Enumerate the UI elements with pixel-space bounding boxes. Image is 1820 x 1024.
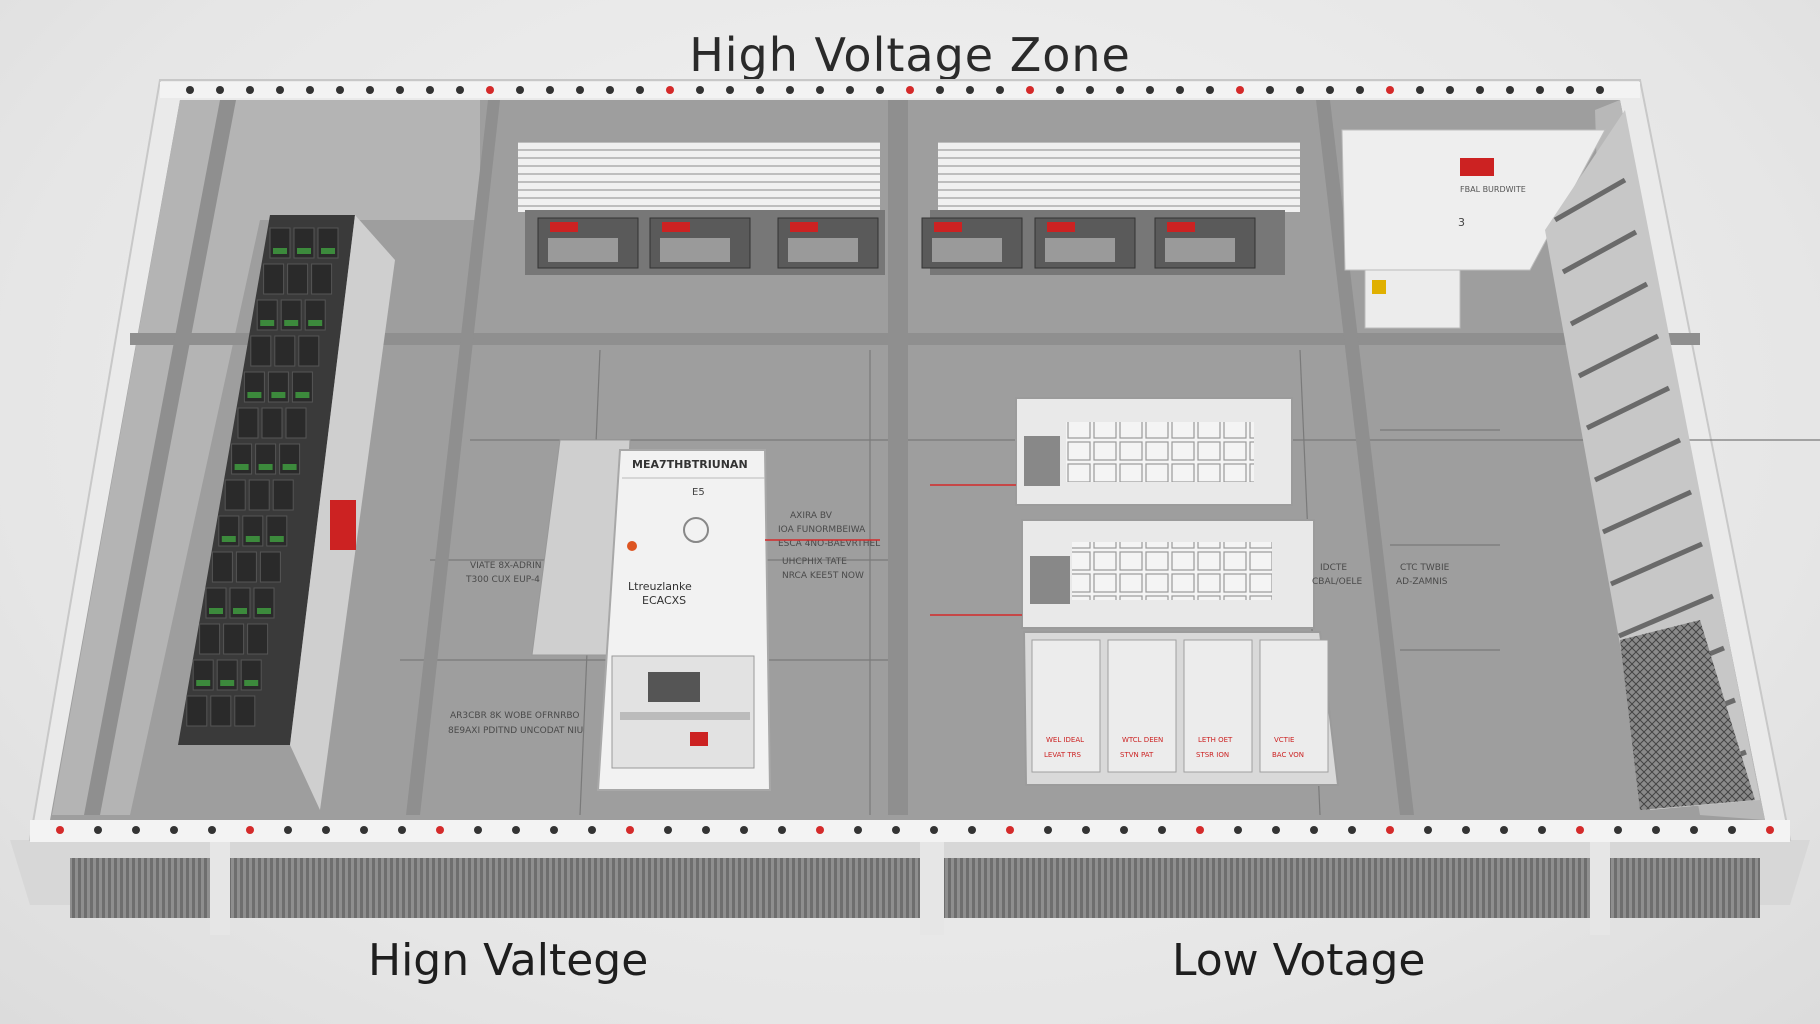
cabinet-name-1: Ltreuzlanke <box>628 580 692 593</box>
ladder-wall <box>1545 110 1760 810</box>
note-side-5: NRCA KEE5T NOW <box>782 571 864 581</box>
note-right-1: CTC TWBIE <box>1400 563 1450 573</box>
label-low-voltage: Low Votage <box>1172 935 1426 986</box>
module-label-top: WTCL DEEN <box>1122 736 1163 744</box>
note-side-4: UHCPHIX TATE <box>782 557 847 567</box>
label-high-voltage: Hign Valtege <box>368 935 649 986</box>
zone-title: High Voltage Zone <box>689 28 1131 82</box>
structural-beams <box>84 100 1700 815</box>
note-side-2: IOA FUNORMBEIWA <box>778 525 866 535</box>
cabinet-header: MEA7THBTRIUNAN <box>632 458 748 471</box>
container-base <box>10 840 1810 935</box>
note-left-2: T300 CUX EUP-4 <box>465 575 540 585</box>
annotations: VIATE 8X-ADRIN T300 CUX EUP-4 AR3CBR 8K … <box>448 484 1450 736</box>
note-rack-2: CBAL/OELE <box>1312 577 1362 587</box>
panel-number: 3 <box>1458 216 1465 229</box>
module-label-bottom: STVN PAT <box>1120 751 1154 759</box>
battery-module: WTCL DEEN STVN PAT <box>1107 639 1177 773</box>
note-side-1: AXIRA BV <box>790 511 833 521</box>
cabinet-name-2: ECACXS <box>642 594 686 607</box>
note-rack-1: IDCTE <box>1320 563 1347 573</box>
panel-sign: FBAL BURDWITE <box>1460 185 1526 194</box>
note-left-1: VIATE 8X-ADRIN <box>470 561 542 571</box>
module-label-top: VCTIE <box>1274 736 1294 744</box>
note-right-2: AD-ZAMNIS <box>1396 577 1448 587</box>
note-lower-2: 8E9AXI PDITND UNCODAT NIU <box>448 726 583 736</box>
cabinet-code: E5 <box>692 487 705 498</box>
module-label-bottom: STSR ION <box>1196 751 1229 759</box>
module-label-top: LETH OET <box>1198 736 1233 744</box>
cabinet-emblem-icon <box>683 517 709 543</box>
module-label-bottom: BAC VON <box>1272 751 1304 759</box>
module-label-top: WEL IDEAL <box>1046 736 1084 744</box>
battery-module: WEL IDEAL LEVAT TRS <box>1031 639 1101 773</box>
note-side-3: ESCA 4NO-BAEVRTHEL <box>778 539 880 549</box>
rail-indicator-lights <box>56 86 1774 834</box>
hv-cabinets-top <box>518 142 1300 275</box>
control-panel-wall: FBAL BURDWITE 3 <box>1341 129 1606 329</box>
battery-module: LETH OET STSR ION <box>1183 639 1253 773</box>
battery-module: VCTIE BAC VON <box>1259 639 1329 773</box>
note-lower-1: AR3CBR 8K WOBE OFRNRBO <box>450 711 580 721</box>
module-label-bottom: LEVAT TRS <box>1044 751 1082 759</box>
battery-stacks-right: WEL IDEAL LEVAT TRS WTCL DEEN STVN PAT LETH … <box>1015 397 1340 786</box>
battery-rack <box>178 215 395 810</box>
main-cabinet: MEA7THBTRIUNAN E5 Ltreuzlanke ECACXS <box>531 439 772 791</box>
